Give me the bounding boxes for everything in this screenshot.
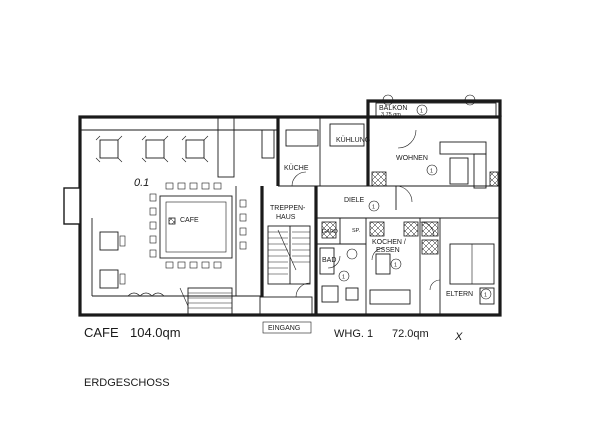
balkon-area — [375, 102, 497, 118]
summary-cafe-area: 104.0qm — [130, 325, 181, 340]
room-label-kuehlung: KÜHLUNG — [336, 136, 370, 144]
room-label-eingang: EINGANG — [268, 325, 300, 332]
cafe-bar-seats — [149, 182, 247, 269]
coffee-table — [449, 157, 469, 185]
room-label-diele: DIELE — [344, 197, 365, 204]
cafe-table — [99, 269, 119, 289]
summary-whg-label: WHG. 1 — [334, 328, 373, 340]
area-summary: CAFE 104.0qm WHG. 1 72.0qm X ERDGESCHOSS — [84, 325, 463, 389]
summary-check-mark: X — [454, 331, 463, 343]
apartment-furniture — [319, 94, 499, 305]
balkon-area-label: 3.75 qm — [381, 112, 401, 118]
room-label-cafe: CAFE — [180, 217, 199, 224]
room-number-cafe: 0.1 — [134, 177, 149, 189]
room-label-bad: BAD — [322, 257, 336, 264]
svg-text:1: 1 — [430, 169, 433, 175]
exterior-walls — [63, 99, 502, 317]
cafe-table — [145, 139, 165, 159]
cafe-side-entrance — [63, 187, 81, 225]
room-label-treppenhaus-1: TREPPEN- — [270, 205, 306, 212]
svg-text:1: 1 — [372, 205, 375, 211]
cafe-tables-top — [95, 135, 209, 163]
cafe-stair — [187, 287, 233, 315]
cafe-table — [185, 139, 205, 159]
room-label-kochen-2: ESSEN — [376, 247, 400, 254]
room-label-eltern: ELTERN — [446, 291, 473, 298]
room-marker-eltern — [480, 288, 492, 300]
cafe-table — [99, 231, 119, 251]
cafe-tables-left — [99, 231, 233, 315]
room-marker-diele — [368, 200, 380, 212]
room-marker-balkon — [416, 104, 428, 116]
summary-cafe-label: CAFE — [84, 325, 119, 340]
room-marker-kochen — [390, 258, 402, 270]
svg-text:1: 1 — [420, 109, 423, 115]
svg-text:1: 1 — [484, 293, 487, 299]
svg-text:1: 1 — [394, 263, 397, 269]
bathtub — [319, 247, 335, 275]
room-label-kueche: KÜCHE — [284, 164, 309, 172]
dining-table — [375, 253, 391, 275]
sofa — [439, 141, 487, 155]
room-label-kochen-1: KOCHEN / — [372, 239, 406, 246]
room-label-sp: SP. — [352, 228, 361, 234]
summary-whg-area: 72.0qm — [392, 328, 429, 340]
room-labels: 0.1 CAFE KÜCHE KÜHLUNG WOHNEN 1 BALKON 3… — [134, 104, 492, 334]
interior-walls — [80, 116, 500, 315]
cafe-bar-counter — [159, 195, 233, 259]
room-marker-bad — [338, 270, 350, 282]
svg-text:1: 1 — [342, 275, 345, 281]
cafe-table — [99, 139, 119, 159]
room-label-gard: GARD — [322, 229, 338, 235]
room-label-treppenhaus-2: HAUS — [276, 214, 296, 221]
main-staircase — [267, 225, 311, 285]
room-label-balkon: BALKON — [379, 105, 407, 112]
room-label-wohnen: WOHNEN — [396, 155, 428, 162]
floor-title: ERDGESCHOSS — [84, 377, 170, 389]
kitchen-counter — [369, 289, 411, 305]
room-marker-wohnen — [426, 164, 438, 176]
entrance-recess — [259, 296, 313, 316]
